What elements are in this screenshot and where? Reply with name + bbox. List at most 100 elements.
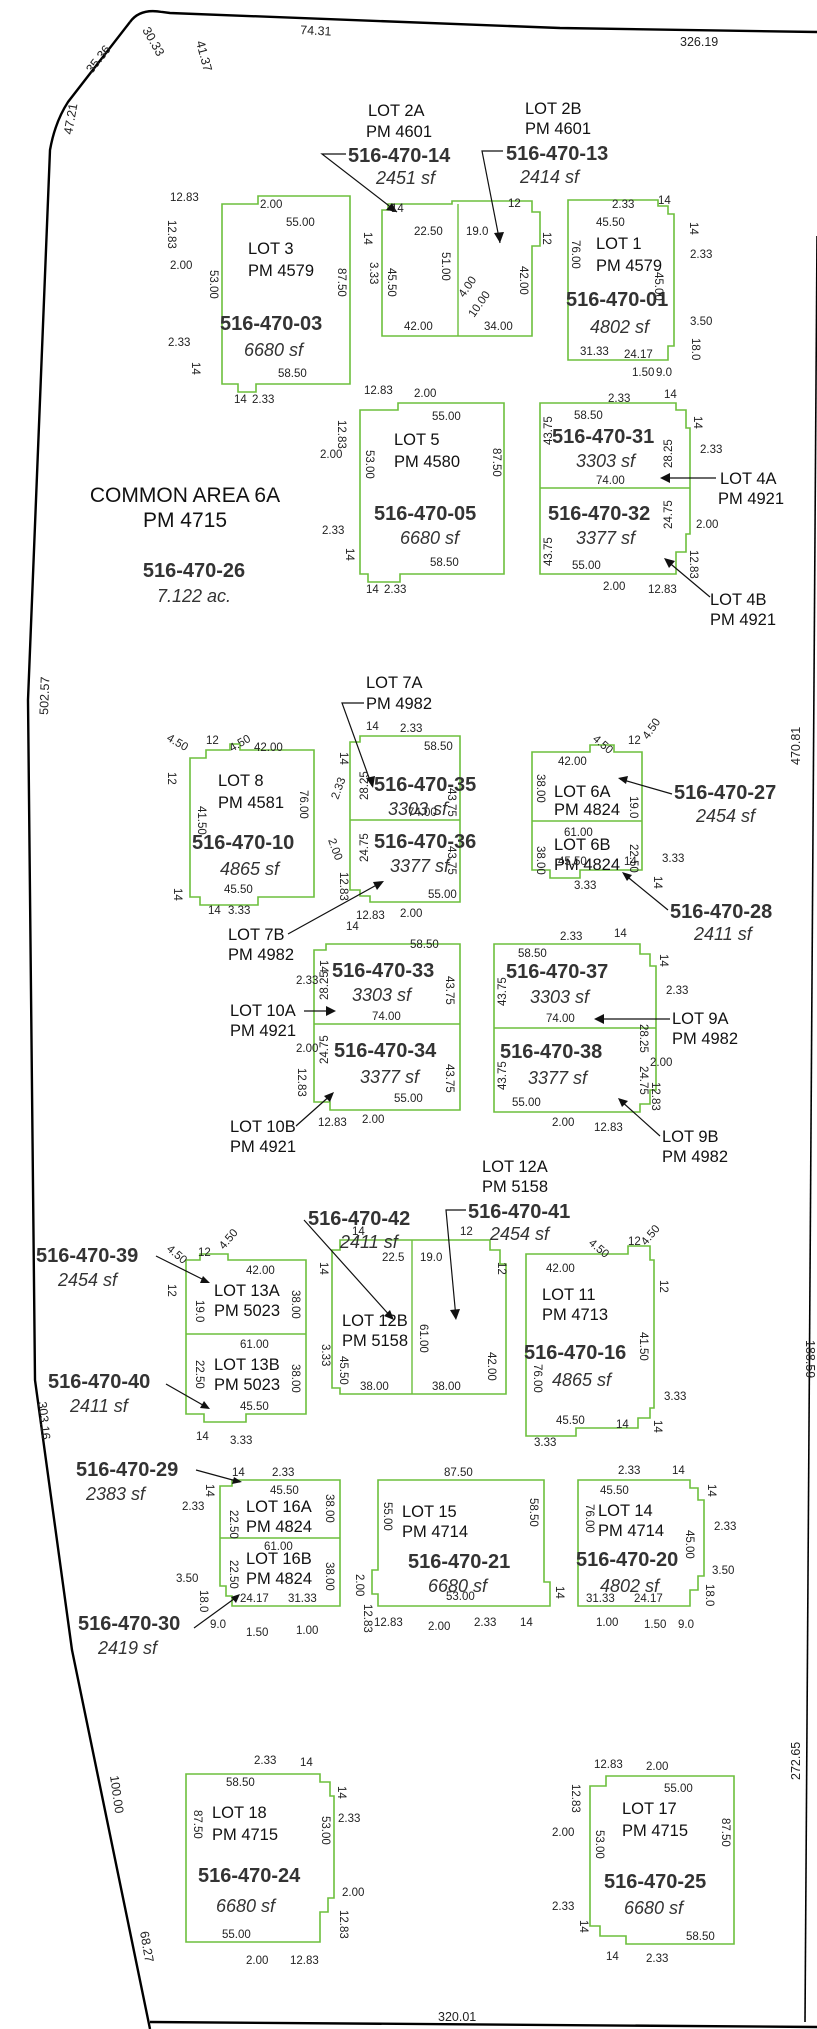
dimension: 55.00 (512, 1097, 541, 1109)
lot-6a-6b-parcel[interactable]: LOT 6A PM 4824 LOT 6B PM 4824 516-470-27… (531, 716, 776, 944)
lot-8-parcel[interactable]: LOT 8 PM 4581 516-470-10 4865 sf 4.50 12… (165, 732, 315, 917)
lot-area: 3303 sf (576, 451, 637, 471)
dimension: 14 (672, 1465, 685, 1477)
dimension: 2.00 (400, 908, 422, 920)
lot-pm: PM 4579 (248, 262, 314, 280)
lot-area: 2419 sf (97, 1638, 159, 1658)
dimension: 14 (614, 928, 627, 940)
dimension: 2.33 (252, 394, 274, 406)
common-area-acreage: 7.122 ac. (157, 586, 231, 606)
dimension: 2.00 (342, 1887, 364, 1899)
lot-13a-13b-parcel[interactable]: LOT 13A PM 5023 LOT 13B PM 5023 516-470-… (36, 1227, 307, 1447)
dimension: 3.33 (230, 1435, 252, 1447)
dimension: 2.00 (170, 260, 192, 272)
dimension: 14 (577, 1920, 589, 1933)
lot-apn: 516-470-38 (500, 1041, 602, 1063)
dimension: 2.33 (296, 975, 318, 987)
dimension: 2.00 (552, 1117, 574, 1129)
dimension: 12.83 (364, 385, 393, 397)
dimension: 2.33 (330, 776, 349, 801)
bearing-label: 502.57 (37, 676, 52, 715)
lot-pm: PM 4921 (710, 611, 776, 629)
lot-3-parcel[interactable]: LOT 3 PM 4579 516-470-03 6680 sf 12.83 2… (165, 192, 351, 406)
dimension: 12.83 (356, 910, 385, 922)
dimension: 19.0 (466, 226, 488, 238)
dimension: 76.00 (569, 240, 581, 269)
lot-10a-10b-parcel[interactable]: 516-470-33 3303 sf 516-470-34 3377 sf LO… (230, 921, 461, 1156)
lot-11-parcel[interactable]: LOT 11 PM 4713 516-470-16 4865 sf 4.50 1… (524, 1223, 686, 1449)
lot-area: 6680 sf (244, 340, 305, 360)
lot-area: 3377 sf (528, 1068, 589, 1088)
dimension: 2.33 (666, 985, 688, 997)
lot-pm: PM 4601 (525, 120, 591, 138)
lot-name: LOT 2A (368, 102, 425, 120)
dimension: 38.00 (534, 774, 546, 803)
dimension: 3.33 (534, 1437, 556, 1449)
lot-area: 2383 sf (85, 1484, 147, 1504)
lot-15-parcel[interactable]: LOT 15 PM 4714 516-470-21 6680 sf 87.50 … (353, 1467, 565, 1633)
dimension: 58.50 (527, 1498, 539, 1527)
lot-9a-9b-parcel[interactable]: 516-470-37 3303 sf 516-470-38 3377 sf LO… (493, 928, 738, 1166)
dimension: 2.33 (700, 444, 722, 456)
lot-name: LOT 8 (218, 772, 264, 790)
dimension: 43.75 (497, 1061, 509, 1090)
lot-pm: PM 4921 (230, 1138, 296, 1156)
dimension: 51.00 (439, 252, 451, 281)
dimension: 2.33 (254, 1755, 276, 1767)
bearing-label: 272.65 (789, 1742, 803, 1780)
dimension: 3.33 (664, 1391, 686, 1403)
lot-area: 2454 sf (695, 806, 757, 826)
dimension: 1.50 (644, 1619, 666, 1631)
dimension: 3.50 (690, 316, 712, 328)
dimension: 55.00 (572, 560, 601, 572)
dimension: 2.00 (296, 1043, 318, 1055)
dimension: 12.83 (337, 872, 349, 901)
dimension: 2.33 (322, 525, 344, 537)
dimension: 76.00 (583, 1504, 595, 1533)
dimension: 14 (366, 721, 379, 733)
dimension: 43.75 (445, 846, 457, 875)
lot-apn: 516-470-30 (78, 1613, 180, 1635)
bearing-label: 41.37 (193, 39, 215, 73)
dimension: 12.83 (594, 1759, 623, 1771)
dimension: 14 (171, 888, 183, 901)
dimension: 45.50 (270, 1485, 299, 1497)
lot-4a-4b-parcel[interactable]: 516-470-31 3303 sf 516-470-32 3377 sf LO… (539, 389, 784, 629)
lot-pm: PM 4714 (402, 1523, 468, 1541)
lot-area: 6680 sf (624, 1898, 685, 1918)
lot-name: LOT 11 (542, 1286, 596, 1304)
lot-17-parcel[interactable]: LOT 17 PM 4715 516-470-25 6680 sf 12.83 … (552, 1759, 735, 1965)
lot-2a-2b-parcel[interactable]: LOT 2A PM 4601 516-470-14 2451 sf LOT 2B… (320, 100, 608, 337)
dimension: 45.50 (240, 1401, 269, 1413)
dimension: 45.50 (337, 1356, 349, 1385)
dimension: 1.00 (596, 1617, 618, 1629)
dimension: 14 (300, 1757, 313, 1769)
dimension: 53.00 (319, 1816, 331, 1845)
dimension: 2.33 (474, 1617, 496, 1629)
lot-pm: PM 5158 (482, 1178, 548, 1196)
lot-1-parcel[interactable]: LOT 1 PM 4579 516-470-01 4802 sf 2.33 14… (566, 195, 712, 379)
dimension: 22.50 (414, 226, 443, 238)
lot-5-parcel[interactable]: LOT 5 PM 4580 516-470-05 6680 sf 12.83 2… (320, 385, 505, 596)
dimension: 14 (691, 416, 703, 429)
dimension: 87.50 (719, 1818, 731, 1847)
lot-18-parcel[interactable]: LOT 18 PM 4715 516-470-24 6680 sf 2.33 1… (185, 1755, 364, 1967)
dimension: 2.00 (428, 1621, 450, 1633)
dimension: 2.00 (414, 388, 436, 400)
dimension: 1.00 (296, 1625, 318, 1637)
lot-12a-12b-parcel[interactable]: LOT 12A PM 5158 516-470-41 2454 sf 516-4… (303, 1158, 570, 1395)
dimension: 12 (628, 735, 641, 747)
lot-16a-16b-parcel[interactable]: LOT 16A PM 4824 LOT 16B PM 4824 516-470-… (76, 1459, 341, 1658)
lot-14-parcel[interactable]: LOT 14 PM 4714 516-470-20 4802 sf 2.33 1… (576, 1465, 736, 1631)
dimension: 14 (337, 752, 349, 765)
lot-7a-7b-parcel[interactable]: LOT 7A PM 4982 516-470-35 3303 sf 516-47… (228, 674, 476, 964)
dimension: 12.83 (374, 1617, 403, 1629)
lot-apn: 516-470-34 (334, 1040, 437, 1062)
dimension: 2.00 (650, 1057, 672, 1069)
dimension: 43.75 (543, 416, 555, 445)
lot-area: 2414 sf (519, 167, 581, 187)
dimension: 1.50 (632, 367, 654, 379)
dimension: 14 (346, 921, 359, 933)
dimension: 12 (657, 1280, 669, 1293)
lot-pm: PM 4715 (212, 1826, 278, 1844)
